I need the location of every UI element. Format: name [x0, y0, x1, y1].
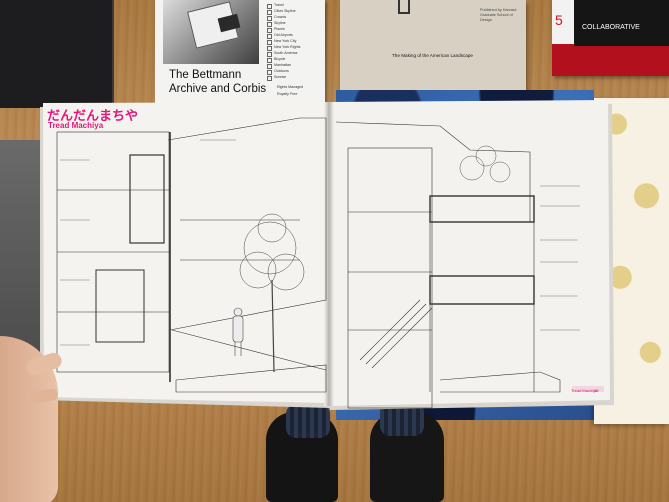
bettmann-title-line1: The Bettmann	[169, 69, 242, 81]
bettmann-keyword-text: Cities Skyline	[274, 9, 296, 13]
bettmann-tag-royalty: Royalty Free	[277, 92, 298, 96]
grey-panel	[0, 140, 44, 370]
checkbox-icon	[267, 40, 272, 45]
checkbox-icon	[267, 58, 272, 63]
landscape-subtitle: The Making of the American Landscape	[392, 53, 473, 58]
bettmann-keyword-text: Old Airports	[274, 33, 293, 37]
checkbox-icon	[267, 22, 272, 27]
landscape-logo-mark	[398, 0, 410, 14]
bettmann-title-line2: Archive and Corbis	[169, 83, 267, 95]
tree-drawing	[239, 213, 305, 373]
checkbox-icon	[267, 4, 272, 9]
red-book-label: COLLABORATIVE	[582, 24, 640, 31]
landscape-book: The Making of the American Landscape Pub…	[340, 0, 526, 92]
checkbox-icon	[267, 70, 272, 75]
bettmann-keyword-text: South America	[274, 51, 298, 55]
bettmann-keyword-text: Skyline	[274, 21, 286, 25]
bettmann-keyword-text: Outdoors	[274, 69, 289, 73]
spread-title-jp: だんだんまちや	[47, 108, 139, 123]
left-page	[43, 102, 328, 403]
page-number: 33	[594, 388, 599, 393]
bettmann-cover-photo	[163, 0, 259, 64]
right-section-drawing	[335, 121, 561, 409]
bettmann-keyword-text: Manhattan	[274, 63, 291, 67]
checkbox-icon	[267, 10, 272, 15]
bettmann-keyword-text: Sunrise	[274, 75, 287, 79]
spread-title-en: Tread Machiya	[48, 121, 104, 130]
bettmann-tag-rights: Rights Managed	[277, 85, 304, 89]
landscape-side-text: Published by Harvard Graduate School of …	[480, 8, 517, 22]
dark-tablet	[0, 0, 114, 108]
person-figure	[232, 307, 244, 356]
bettmann-keyword-text: Places	[274, 27, 285, 31]
footer-tab	[572, 386, 604, 392]
gutter-shadow	[324, 102, 334, 406]
checkbox-icon	[267, 34, 272, 39]
red-book-numeral: 5	[555, 12, 563, 28]
bettmann-keyword-text: Crowds	[274, 15, 287, 19]
checkbox-icon	[267, 28, 272, 33]
left-sock	[286, 404, 330, 438]
red-book: 5 COLLABORATIVE	[552, 0, 669, 76]
bettmann-keyword-text: New York City	[274, 39, 297, 43]
checkbox-icon	[267, 16, 272, 21]
checkbox-icon	[267, 52, 272, 57]
left-section-drawing	[56, 117, 327, 393]
checkbox-icon	[267, 46, 272, 51]
right-tree-drawing	[459, 145, 511, 183]
right-annotations	[60, 139, 580, 346]
checkbox-icon	[267, 76, 272, 81]
right-page	[332, 100, 610, 406]
checkbox-icon	[267, 64, 272, 69]
bettmann-keyword-text: Bicycle	[274, 57, 286, 61]
footer-caption: Tread Machiya	[571, 388, 598, 393]
bettmann-keyword-text: New York Rights	[274, 45, 301, 49]
bettmann-keyword-text: Travel	[274, 3, 284, 7]
